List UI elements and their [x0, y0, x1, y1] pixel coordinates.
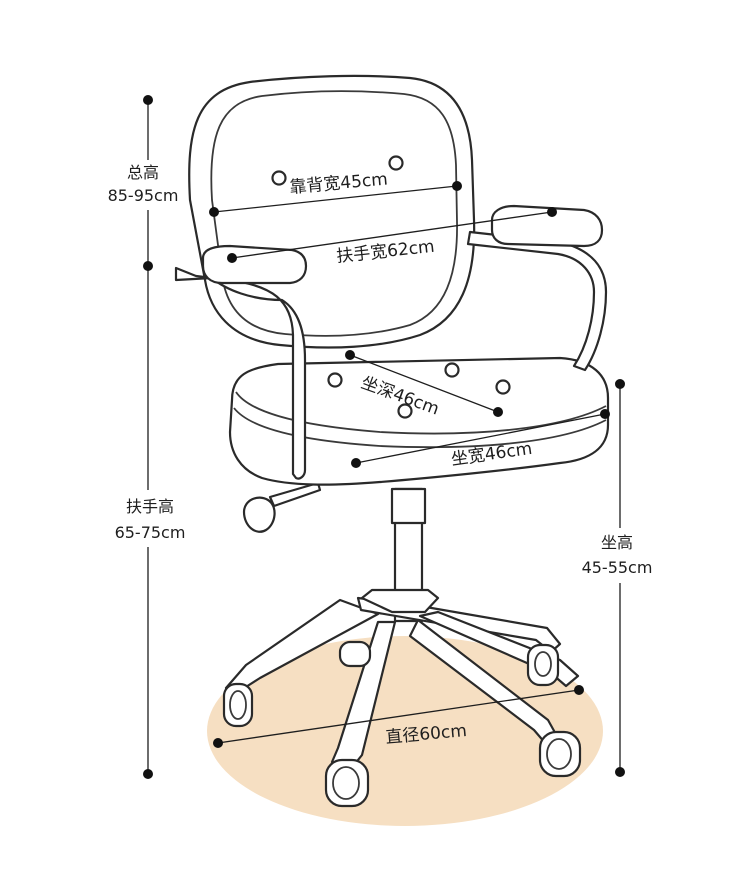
caster-back-right	[526, 643, 560, 687]
cylinder-collar	[390, 487, 427, 525]
total-height-title: 总高	[127, 163, 159, 182]
armrest-height-title: 扶手高	[126, 497, 174, 516]
total-height-value: 85-95cm	[108, 186, 179, 205]
armrest-width-line	[231, 211, 553, 259]
chair-seat	[228, 356, 610, 486]
armrest-right	[466, 204, 608, 372]
seat-height-value: 45-55cm	[582, 558, 653, 577]
base-hub	[360, 588, 440, 614]
floor-right-dot	[615, 767, 625, 777]
chair-backrest	[188, 74, 476, 349]
seat-height-top-dot	[615, 379, 625, 389]
total-height-top-dot	[143, 95, 153, 105]
armrest-height-value: 65-75cm	[115, 523, 186, 542]
backrest-width-line	[213, 185, 458, 213]
seat-depth-line	[349, 354, 499, 413]
height-adjust-lever	[242, 481, 322, 533]
seat-width-line	[355, 413, 606, 464]
floor-shadow	[207, 636, 603, 826]
caster-back-left	[222, 682, 254, 728]
caster-front-left	[324, 758, 370, 808]
floor-left-dot	[143, 769, 153, 779]
leg-front-left	[330, 620, 397, 772]
seat-height-title: 坐高	[601, 533, 633, 552]
base-diameter-line	[217, 689, 580, 744]
armrest-height-top-dot	[143, 261, 153, 271]
chair-base	[222, 487, 582, 808]
caster-front-right	[538, 730, 582, 778]
caster-back-center	[338, 640, 372, 668]
